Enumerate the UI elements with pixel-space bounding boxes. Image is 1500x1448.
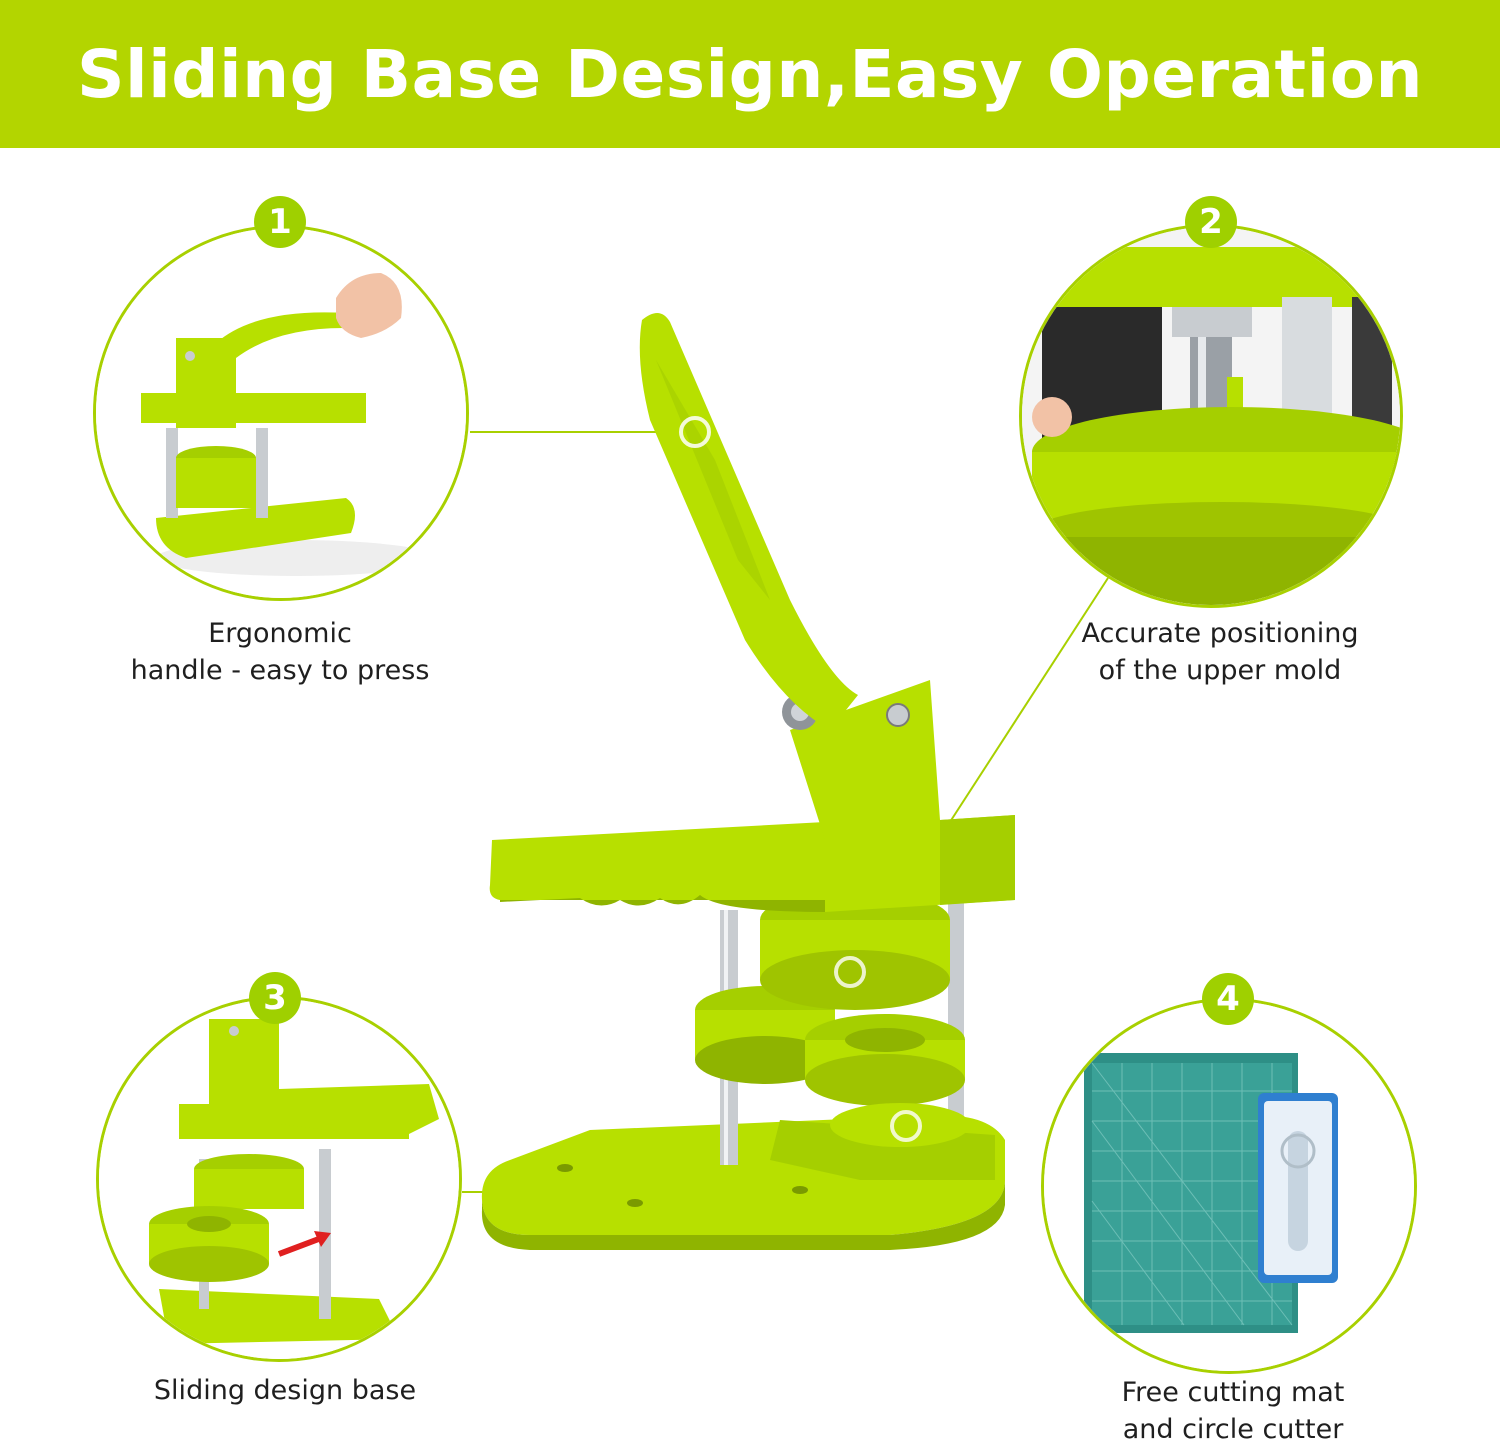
feature-1-detail-circle (93, 225, 469, 601)
feature-4-caption-line-2: and circle cutter (1122, 1414, 1344, 1445)
sliding-base-closeup-image (99, 999, 459, 1359)
feature-2-caption: Accurate positioning of the upper mold (1000, 615, 1440, 689)
feature-4-number-badge: 4 (1202, 973, 1254, 1025)
feature-3-caption-line-1: Sliding design base (153, 1375, 417, 1406)
feature-3-detail-circle (96, 996, 462, 1362)
feature-2-detail-circle (1019, 224, 1403, 608)
feature-4-detail-circle (1041, 998, 1417, 1374)
feature-1-caption-line-1: Ergonomic (208, 618, 352, 649)
feature-3-number-badge: 3 (249, 972, 301, 1024)
button-maker-machine-image (481, 312, 1015, 1250)
feature-2-caption-line-2: of the upper mold (1098, 655, 1342, 686)
feature-1-caption-line-2: handle - easy to press (130, 655, 430, 686)
feature-4-caption-line-1: Free cutting mat (1121, 1377, 1345, 1408)
feature-1-number-badge: 1 (254, 196, 306, 248)
feature-2-caption-line-1: Accurate positioning (1081, 618, 1359, 649)
cutting-mat-and-circle-cutter-image (1044, 1001, 1414, 1371)
feature-1-caption: Ergonomic handle - easy to press (60, 615, 500, 689)
leader-line-2 (947, 577, 1109, 826)
feature-2-number-badge: 2 (1185, 196, 1237, 248)
upper-mold-closeup-image (1022, 227, 1400, 605)
header-banner: Sliding Base Design,Easy Operation (0, 0, 1500, 148)
feature-3-caption: Sliding design base (65, 1372, 505, 1409)
handle-closeup-image (96, 228, 466, 598)
feature-4-caption: Free cutting mat and circle cutter (1013, 1374, 1453, 1448)
page-title: Sliding Base Design,Easy Operation (76, 35, 1424, 113)
